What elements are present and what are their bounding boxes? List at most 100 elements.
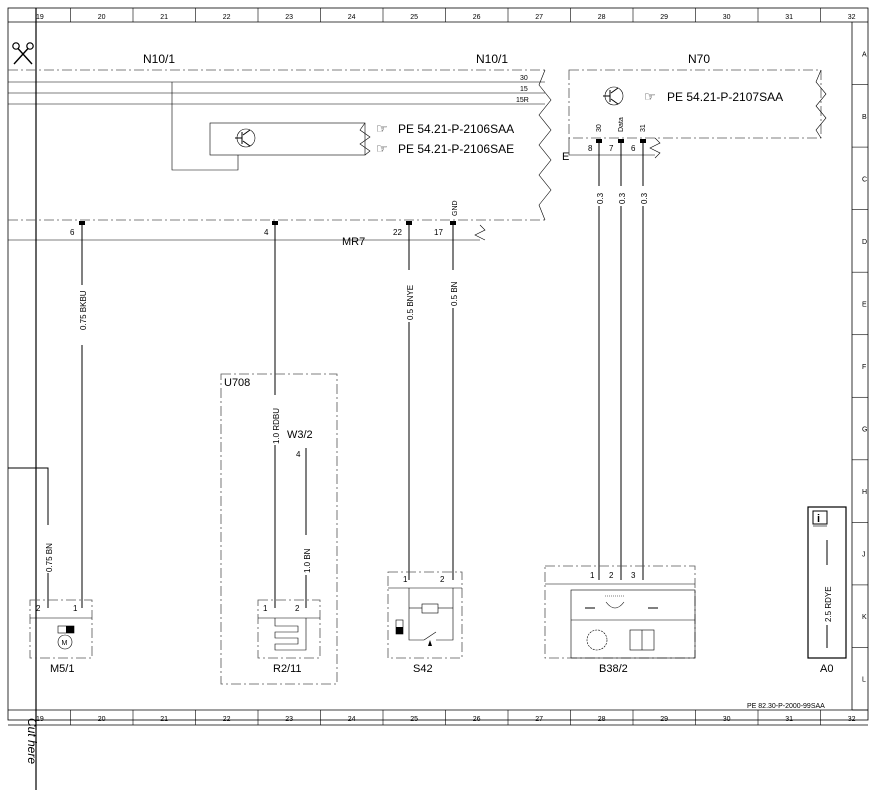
label-b38-2: B38/2: [599, 663, 628, 675]
scissors-icon: [12, 42, 34, 65]
heater-element-icon: [274, 618, 307, 651]
rain-sensor-icon: [585, 595, 658, 609]
column-label: 26: [473, 716, 481, 723]
terminal-15r: 15R: [516, 97, 529, 104]
n70-pin-30: 30: [596, 124, 603, 132]
column-label: 31: [785, 716, 793, 723]
row-label: L: [862, 677, 866, 684]
row-label: H: [862, 489, 867, 496]
column-label: 20: [98, 14, 106, 21]
mr7-pin-6: 6: [70, 228, 75, 237]
column-label: 24: [348, 14, 356, 21]
row-label: C: [862, 176, 867, 183]
pushbutton-icon: [428, 640, 432, 646]
module-n10-1-right: N10/1: [476, 52, 508, 66]
svg-text:0.5 BNYE: 0.5 BNYE: [406, 285, 415, 320]
wire-0-3-b: 0.3: [617, 139, 627, 580]
wire-1-0-bn: 1.0 BN: [302, 448, 312, 608]
mr7-pin-22: 22: [393, 228, 402, 237]
n70-housing: [568, 69, 822, 139]
n70-num-6: 6: [631, 144, 636, 153]
reference-2106sae[interactable]: ☞ PE 54.21-P-2106SAE: [376, 141, 514, 156]
resistor-icon: [421, 603, 439, 614]
wire-0-75-bn: 0.75 BN: [8, 467, 54, 608]
svg-text:0.75 BKBU: 0.75 BKBU: [79, 290, 88, 330]
svg-text:0.3: 0.3: [640, 192, 649, 204]
column-label: 29: [660, 716, 668, 723]
svg-text:0.3: 0.3: [596, 192, 605, 204]
svg-text:PE 54.21-P-2107SAA: PE 54.21-P-2107SAA: [667, 90, 783, 104]
wire-0-3-c: 0.3: [639, 139, 649, 580]
wire-0-5-bnye: 0.5 BNYE: [405, 221, 415, 580]
svg-text:PE 54.21-P-2106SAA: PE 54.21-P-2106SAA: [398, 122, 514, 136]
row-label: F: [862, 364, 866, 371]
wire-0-75-bkbu: 0.75 BKBU: [78, 221, 88, 608]
component-r2-11[interactable]: 1 2 R2/11: [257, 599, 321, 675]
column-label: 19: [36, 716, 44, 723]
svg-text:☞: ☞: [644, 89, 656, 104]
module-n10-1-left: N10/1: [143, 52, 175, 66]
column-label: 20: [98, 716, 106, 723]
column-label: 30: [723, 14, 731, 21]
component-m5-1[interactable]: 2 1 M M5/1: [29, 599, 93, 675]
u708-housing: [220, 373, 338, 685]
row-label: A: [862, 51, 867, 58]
mr7-pin-4: 4: [264, 228, 269, 237]
column-label: 22: [223, 14, 231, 21]
svg-text:1: 1: [73, 604, 78, 613]
module-u708: U708: [224, 377, 250, 389]
n70-terminal-e: E: [562, 151, 569, 163]
reference-2106saa[interactable]: ☞ PE 54.21-P-2106SAA: [376, 121, 514, 136]
component-a0[interactable]: i 2.5 RDYE A0: [807, 506, 847, 675]
svg-text:2: 2: [440, 575, 445, 584]
column-label: 28: [598, 716, 606, 723]
w3-2-pin-4: 4: [296, 450, 301, 459]
wire-1-0-rdbu: 1.0 RDBU: [271, 221, 281, 608]
column-label: 27: [535, 716, 543, 723]
svg-text:1.0 RDBU: 1.0 RDBU: [272, 408, 281, 444]
column-label: 29: [660, 14, 668, 21]
column-label: 28: [598, 14, 606, 21]
cut-here-label: Cut here: [25, 718, 39, 764]
module-n70: N70: [688, 52, 710, 66]
grid-frame: [7, 7, 869, 726]
connector-mr7: MR7: [342, 236, 365, 248]
reference-2107saa[interactable]: ☞ PE 54.21-P-2107SAA: [644, 89, 783, 104]
row-label: D: [862, 239, 867, 246]
column-label: 21: [160, 14, 168, 21]
column-label: 30: [723, 716, 731, 723]
label-r2-11: R2/11: [273, 663, 302, 675]
column-label: 22: [223, 716, 231, 723]
n70-pin-31: 31: [640, 124, 647, 132]
label-m5-1: M5/1: [50, 663, 74, 675]
n10-1-break: [538, 69, 552, 221]
svg-text:1: 1: [590, 571, 595, 580]
row-label: J: [862, 552, 866, 559]
n70-num-8: 8: [588, 144, 593, 153]
info-icon: [812, 510, 828, 525]
row-label: E: [862, 301, 867, 308]
svg-text:1: 1: [263, 604, 268, 613]
row-label: G: [862, 427, 867, 434]
column-label: 23: [285, 716, 293, 723]
column-label: 27: [535, 14, 543, 21]
column-label: 24: [348, 716, 356, 723]
ground-w3-2: W3/2: [287, 429, 313, 441]
n70-pin-data: Data: [618, 117, 625, 132]
component-b38-2[interactable]: 1 2 3 B38/2: [544, 565, 696, 675]
column-label: 23: [285, 14, 293, 21]
svg-text:0.75 BN: 0.75 BN: [45, 543, 54, 572]
motor-symbol-icon: M: [62, 640, 68, 647]
column-label: 21: [160, 716, 168, 723]
n70-transistor-icon: [603, 86, 624, 106]
row-label: B: [862, 114, 867, 121]
svg-text:i: i: [817, 513, 820, 525]
light-sensor-icon: [586, 629, 655, 651]
svg-text:3: 3: [631, 571, 636, 580]
footer-reference: PE 82.30-P-2000-99SAA: [747, 703, 825, 710]
column-ticks: 1919202021212222232324242525262627272828…: [36, 8, 856, 725]
svg-text:☞: ☞: [376, 121, 388, 136]
component-s42[interactable]: 1 2 S42: [387, 571, 463, 675]
